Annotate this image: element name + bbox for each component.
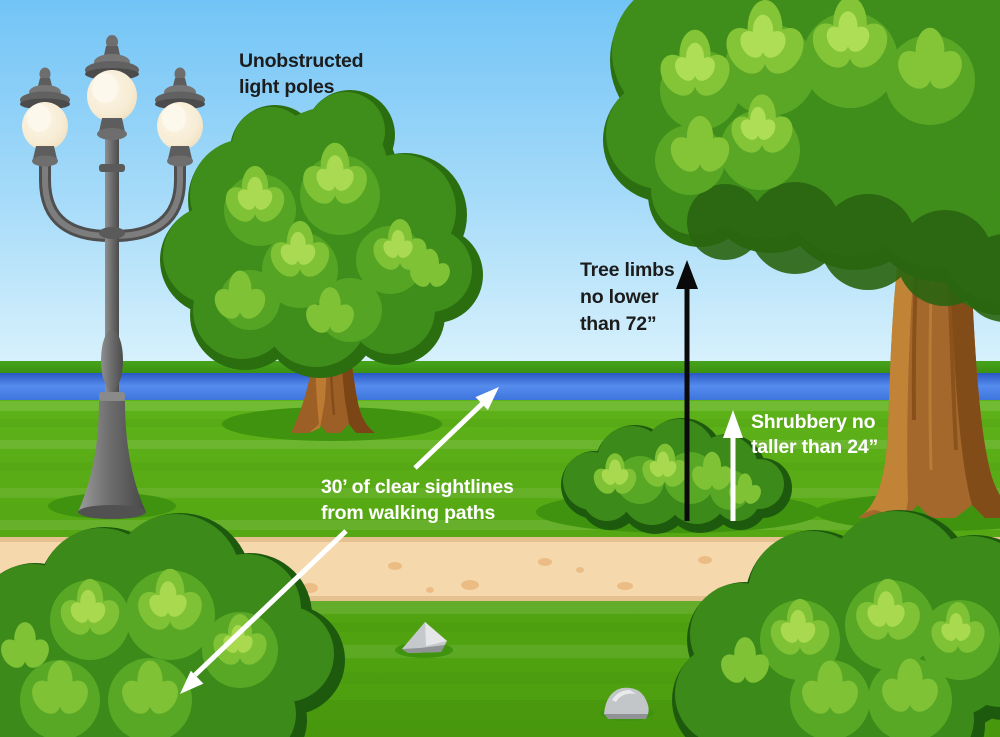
shrubbery-label-line: taller than 24” — [751, 436, 879, 458]
tree-limbs-arrow — [676, 260, 698, 521]
bush-left — [0, 513, 345, 737]
shrubbery-arrow — [723, 410, 743, 521]
large-tree — [603, 0, 1000, 518]
tree-limbs-label: Tree limbs no lower than 72” — [580, 257, 675, 338]
lamp-post — [20, 35, 205, 519]
light-poles-label: Unobstructed light poles — [239, 48, 364, 100]
sightline-arrow-up-right — [413, 387, 499, 470]
rock-large — [395, 622, 453, 658]
white-arrow-up-right-icon — [475, 387, 499, 411]
tree-limbs-label-line: no lower — [580, 286, 659, 308]
river — [0, 373, 1000, 402]
sightlines-label: 30’ of clear sightlines from walking pat… — [321, 474, 514, 526]
medium-tree — [160, 90, 483, 433]
light-poles-label-line: light poles — [239, 76, 335, 98]
light-poles-label-line: Unobstructed — [239, 50, 364, 72]
lamp-center — [85, 35, 139, 140]
shrubbery-label: Shrubbery no taller than 24” — [751, 410, 878, 460]
lamp-right — [155, 67, 205, 167]
shrubbery-label-line: Shrubbery no — [751, 411, 876, 433]
medium-tree-canopy — [160, 90, 483, 378]
sightlines-label-line: from walking paths — [321, 502, 496, 524]
white-arrow-down-left-icon — [180, 670, 204, 694]
rock-small — [600, 687, 654, 721]
sightline-arrow-down-left — [180, 529, 348, 694]
white-up-arrow-icon — [723, 410, 743, 438]
large-tree-canopy — [603, 0, 1000, 322]
sightlines-label-line: 30’ of clear sightlines — [321, 476, 514, 498]
tree-limbs-label-line: Tree limbs — [580, 259, 675, 281]
horizon-grass-strip — [0, 361, 1000, 374]
center-shrub — [561, 418, 792, 534]
tree-limbs-label-line: than 72” — [580, 313, 657, 335]
bush-right — [672, 510, 1000, 737]
lamp-left — [20, 67, 70, 167]
black-up-arrow-icon — [676, 260, 698, 289]
